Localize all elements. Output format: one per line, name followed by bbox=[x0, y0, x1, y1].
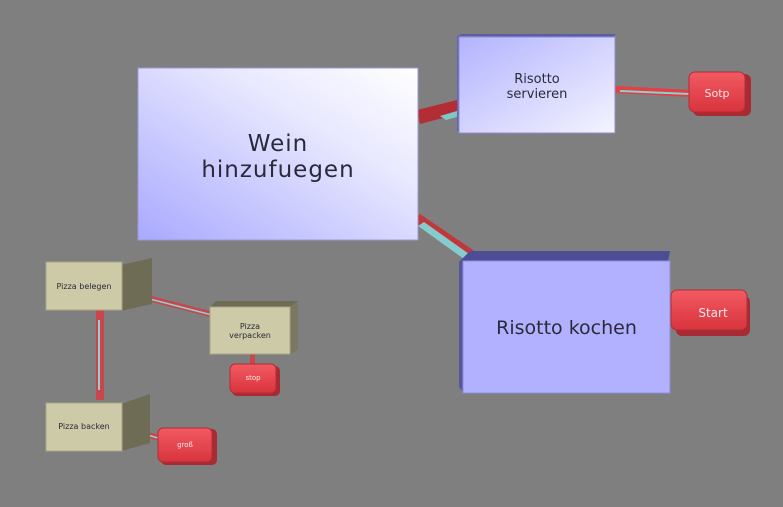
node-risotto-kochen[interactable] bbox=[459, 251, 671, 394]
stop-button-shape[interactable] bbox=[688, 71, 751, 116]
connector-verpacken-to-stop bbox=[250, 352, 255, 370]
pizza-gross-button-shape[interactable] bbox=[157, 427, 217, 465]
connector-servieren-to-stop bbox=[615, 86, 692, 97]
connector-belegen-to-verpacken bbox=[140, 293, 214, 318]
node-pizza-backen[interactable] bbox=[45, 394, 150, 452]
node-pizza-belegen[interactable] bbox=[45, 258, 152, 311]
pizza-stop-button-shape[interactable] bbox=[229, 363, 280, 396]
connector-belegen-to-backen bbox=[96, 310, 104, 400]
node-wein-hinzufuegen[interactable] bbox=[137, 67, 419, 241]
start-button-shape[interactable] bbox=[670, 289, 750, 336]
node-pizza-verpacken[interactable] bbox=[209, 301, 298, 355]
node-risotto-servieren[interactable] bbox=[457, 34, 616, 134]
